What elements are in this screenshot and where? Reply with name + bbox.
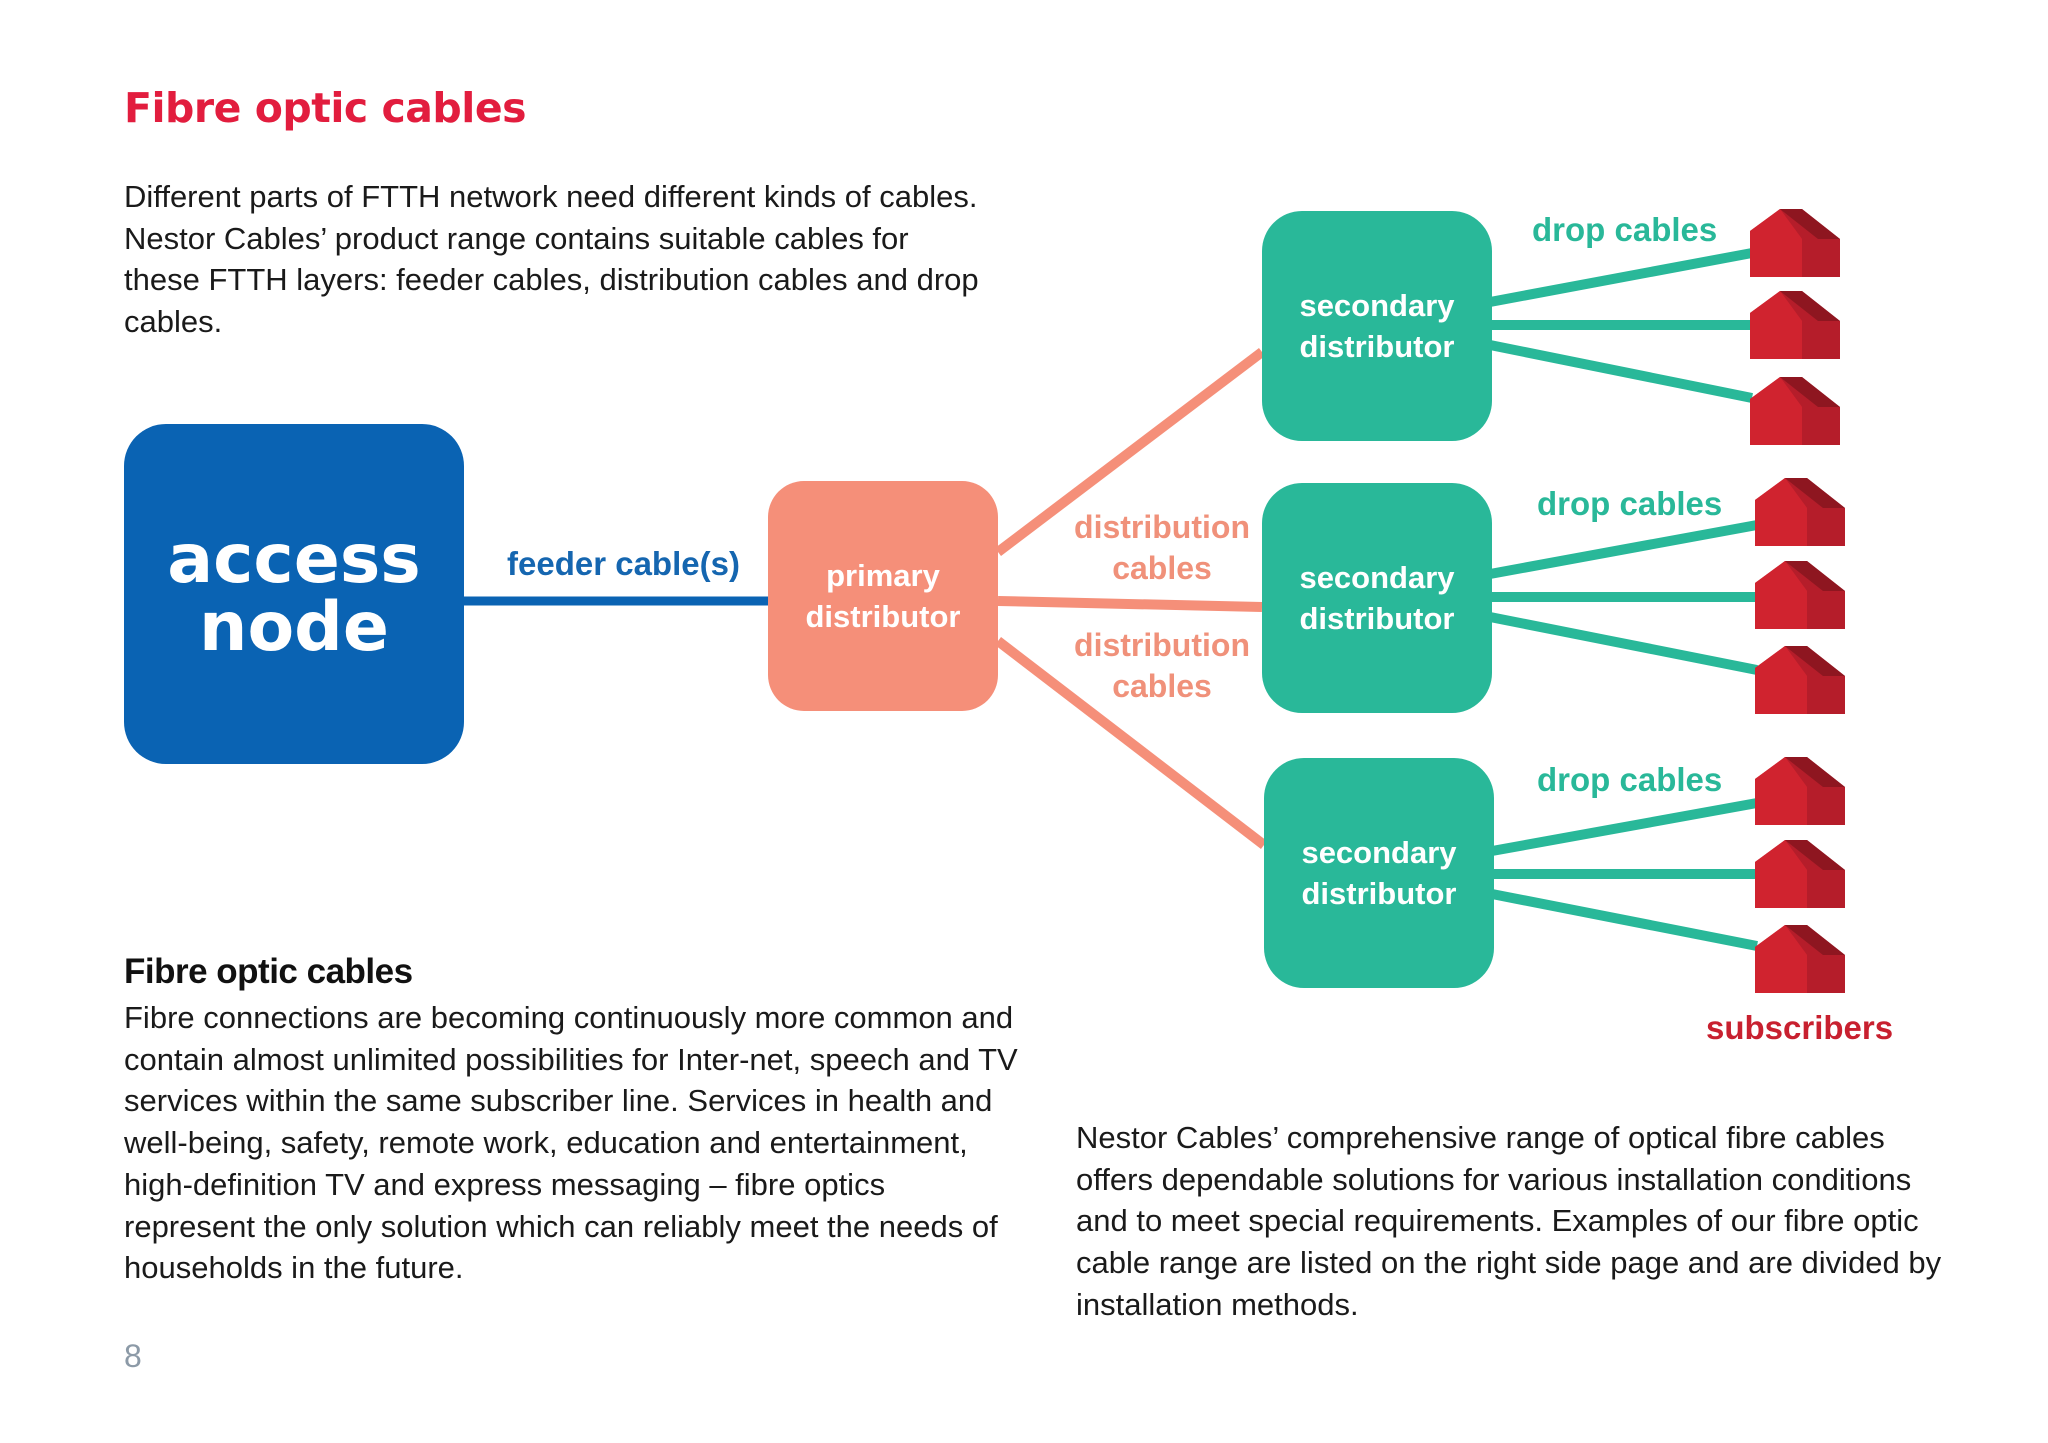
secondary-distributor-box: secondary distributor <box>1262 211 1492 441</box>
house-icon <box>1750 291 1840 359</box>
secondary-distributor-label: secondary <box>1301 835 1457 870</box>
distribution-cables-label: distribution cables <box>1062 625 1262 707</box>
house-icon <box>1755 561 1845 629</box>
access-node-label: node <box>199 588 389 667</box>
distribution-cables-label-line: cables <box>1112 550 1212 586</box>
drop-cables-label: drop cables <box>1537 485 1723 522</box>
house-icon <box>1755 646 1845 714</box>
drop-cables-label: drop cables <box>1532 211 1718 248</box>
drop-cable <box>1491 889 1758 951</box>
section-heading: Fibre optic cables <box>124 952 413 991</box>
secondary-distributor-label: distributor <box>1301 876 1457 911</box>
secondary-distributor-label: distributor <box>1299 601 1455 636</box>
secondary-distributor-label: secondary <box>1299 288 1455 323</box>
secondary-distributor-label: distributor <box>1299 329 1455 364</box>
distribution-cable-middle <box>997 596 1263 612</box>
distribution-cable-top <box>994 348 1266 556</box>
primary-distributor-box: primary distributor <box>768 481 998 711</box>
drop-cable <box>1491 798 1758 856</box>
intro-paragraph: Different parts of FTTH network need dif… <box>124 179 979 339</box>
distribution-cables-label: distribution cables <box>1062 507 1262 589</box>
drop-cables-label: drop cables <box>1537 761 1723 798</box>
house-icon <box>1755 840 1845 908</box>
page-title: Fibre optic cables <box>124 84 527 132</box>
body-paragraph-left: Fibre connections are becoming continuou… <box>124 1000 1018 1286</box>
house-icon <box>1755 757 1845 825</box>
primary-distributor-label: distributor <box>805 599 961 634</box>
secondary-distributor-label: secondary <box>1299 560 1455 595</box>
secondary-distributor-box: secondary distributor <box>1262 483 1492 713</box>
page-number: 8 <box>124 1338 142 1374</box>
distribution-cables-label-line: cables <box>1112 668 1212 704</box>
house-icon <box>1750 209 1840 277</box>
distribution-cable-bottom <box>994 637 1268 849</box>
feeder-cable-label: feeder cable(s) <box>507 545 740 582</box>
distribution-cables-label-line: distribution <box>1074 509 1250 545</box>
drop-cable <box>1489 520 1758 579</box>
drop-cable <box>1489 340 1753 403</box>
house-icon <box>1755 478 1845 546</box>
access-node-label: access <box>167 520 421 599</box>
house-icon <box>1750 377 1840 445</box>
body-paragraph-right: Nestor Cables’ comprehensive range of op… <box>1076 1120 1942 1322</box>
house-icon <box>1755 925 1845 993</box>
distribution-cables-label-line: distribution <box>1074 627 1250 663</box>
secondary-distributor-box: secondary distributor <box>1264 758 1494 988</box>
drop-cable <box>1489 248 1753 307</box>
access-node-box: access node <box>124 424 464 764</box>
subscribers-label: subscribers <box>1706 1009 1894 1046</box>
primary-distributor-label: primary <box>826 558 940 593</box>
drop-cable <box>1489 612 1758 675</box>
